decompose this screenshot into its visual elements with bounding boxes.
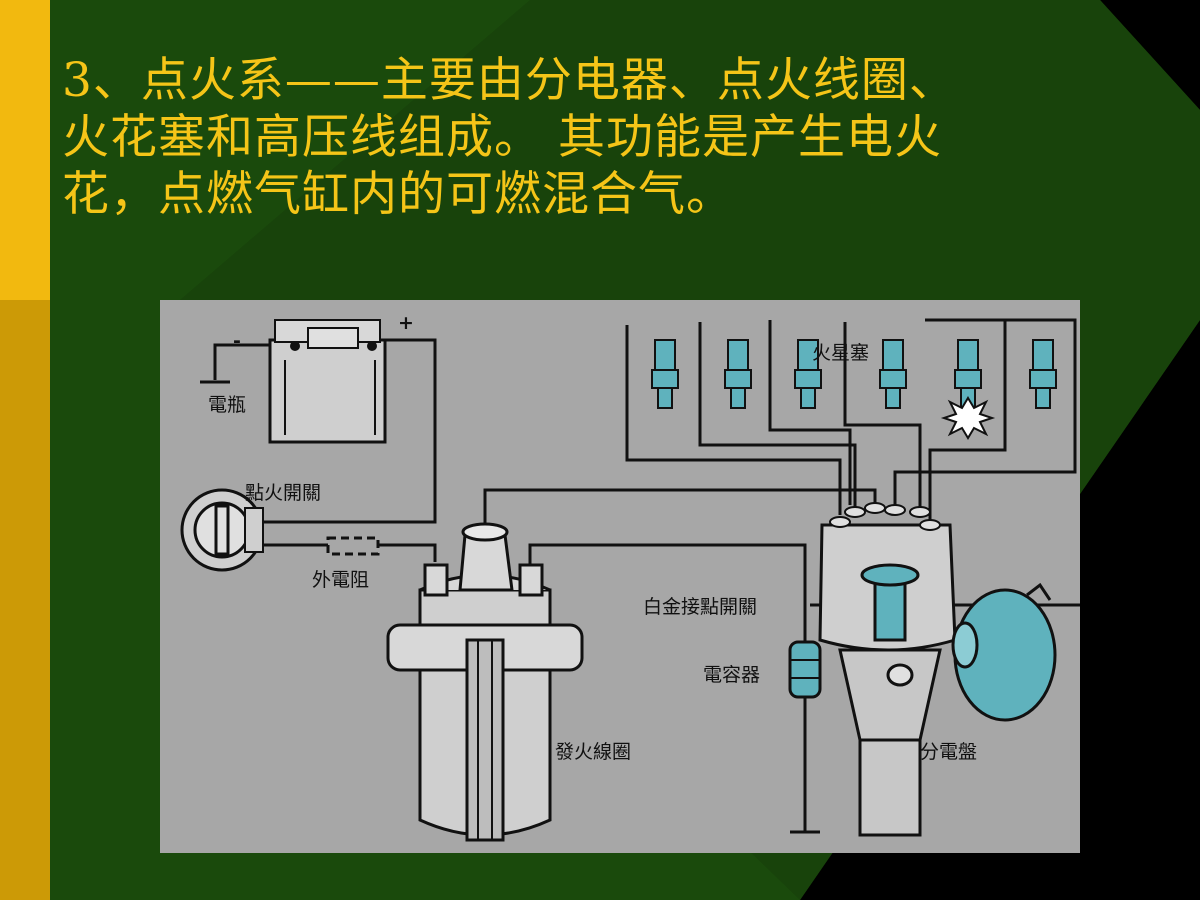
spark-plug-2: [724, 339, 752, 409]
slide-title: 3、点火系——主要由分电器、点火线圈、 火花塞和高压线组成。 其功能是产生电火 …: [62, 52, 1172, 223]
external-resistor-label: 外電阻: [312, 569, 370, 591]
spark-icon: [940, 396, 996, 440]
spark-plug-4: [879, 339, 907, 409]
ignition-coil-label: 發火線圈: [555, 741, 632, 763]
spark-plug-3: [794, 339, 822, 409]
spark-plug-6: [1029, 339, 1057, 409]
left-bar-top: [0, 0, 50, 300]
minus-sign: -: [233, 330, 241, 352]
breaker-points-label: 白金接點開關: [643, 596, 758, 618]
condenser-label: 電容器: [703, 664, 761, 686]
condenser: [788, 640, 822, 699]
ignition-coil: [386, 522, 584, 842]
ignition-switch-label: 點火開關: [245, 482, 322, 504]
title-line-2: 火花塞和高压线组成。 其功能是产生电火: [62, 110, 942, 165]
battery-label: 電瓶: [208, 394, 247, 416]
distributor-label: 分電盤: [920, 741, 978, 763]
title-line-1: 3、点火系——主要由分电器、点火线圈、: [62, 53, 957, 108]
title-line-3: 花，点燃气缸内的可燃混合气。: [62, 167, 734, 222]
distributor: [818, 502, 1057, 837]
external-resistor: [326, 536, 380, 556]
diagram-drawing: [160, 300, 1080, 853]
ignition-diagram: 電瓶 - + 點火開關 外電阻 火星塞 白金接點開關 電容器 發火線圈 分電盤: [160, 300, 1080, 853]
distributor-cap-towers: [829, 502, 941, 531]
ignition-switch: [180, 488, 264, 572]
plus-sign: +: [398, 312, 414, 334]
left-bar-bottom: [0, 300, 50, 900]
battery: [268, 319, 387, 444]
spark-plug-1: [651, 339, 679, 409]
spark-plugs-label: 火星塞: [812, 342, 870, 364]
